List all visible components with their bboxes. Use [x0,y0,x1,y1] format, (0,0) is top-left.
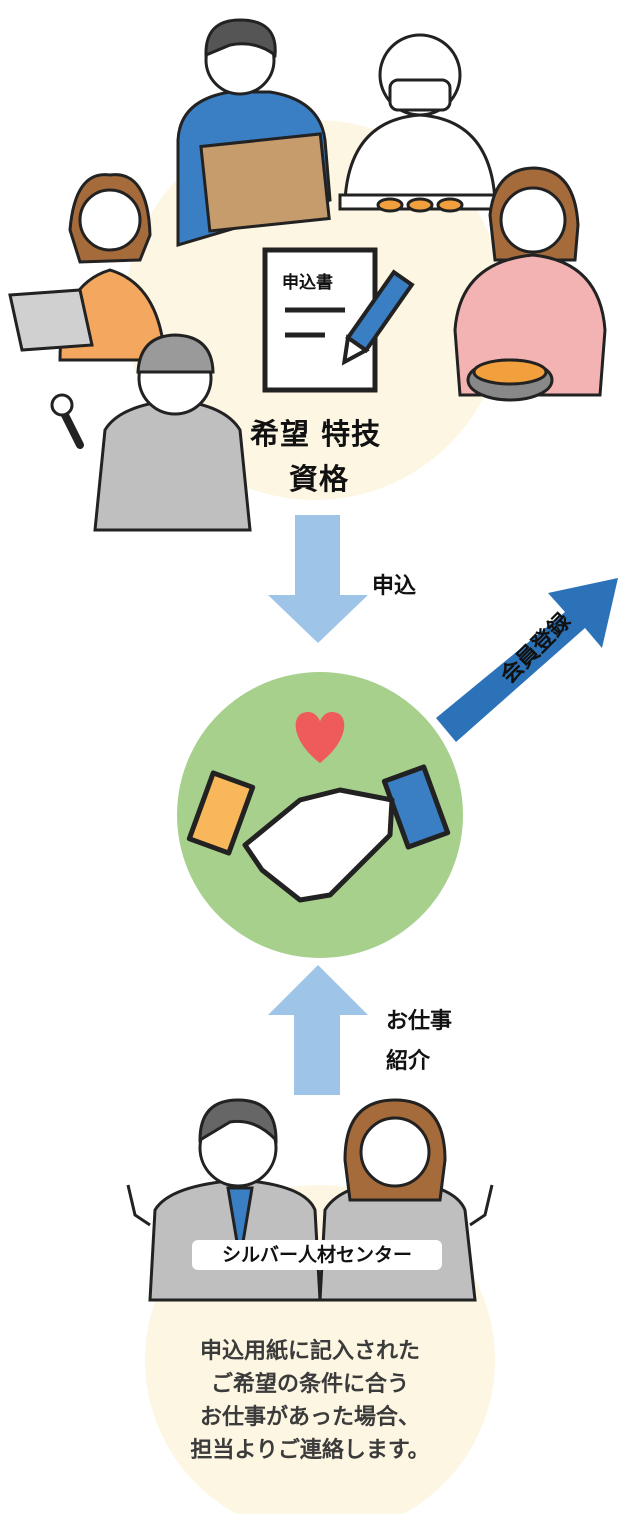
staff-woman-illustration [318,1098,494,1302]
center-description: 申込用紙に記入された ご希望の条件に合う お仕事があった場合、 担当よりご連絡し… [150,1335,470,1467]
pen-icon [341,269,415,366]
apply-arrow [268,515,368,643]
mechanic-illustration [50,333,252,532]
description-line: 担当よりご連絡します。 [190,1438,430,1463]
application-form-title: 申込書 [282,273,333,293]
description-line: ご希望の条件に合う [210,1372,409,1397]
staff-man-illustration [126,1098,322,1302]
delivery-worker-illustration [176,18,332,248]
job-intro-label-line1: お仕事 [386,1009,453,1034]
food-worker-illustration [338,33,502,213]
handshake-icon [186,764,451,903]
office-woman-illustration [8,173,167,362]
wishes-skills-label: 希望 特技 [250,417,382,451]
heart-icon [295,712,345,763]
apply-label: 申込 [372,574,417,599]
cooking-woman-illustration [453,166,607,402]
application-form-icon [262,247,415,393]
description-line: 申込用紙に記入された [199,1339,420,1364]
register-arrow [436,578,618,742]
job-intro-label-line2: 紹介 [386,1049,431,1074]
description-line: お仕事があった場合、 [199,1405,420,1430]
qualifications-label: 資格 [289,462,350,496]
silver-center-name-tag: シルバー人材センター [192,1240,442,1270]
job-intro-arrow [268,965,368,1095]
